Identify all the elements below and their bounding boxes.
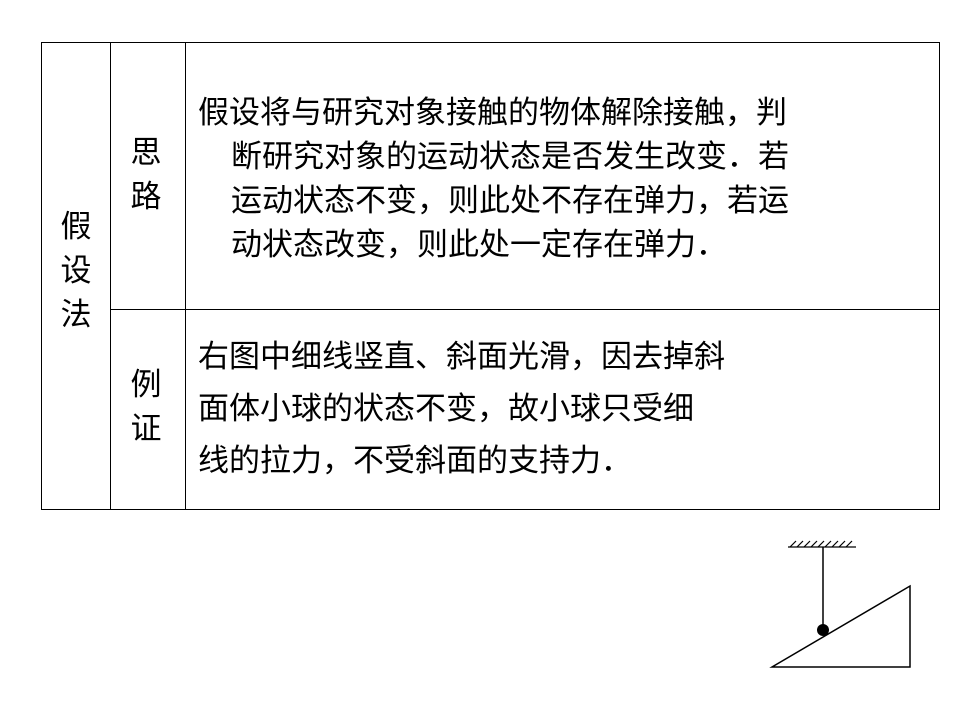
incline <box>769 584 911 668</box>
category-char: 假 <box>60 209 92 245</box>
text-line: 运动状态不变，则此处不存在弹力，若运 <box>231 183 789 219</box>
example-text: 右图中细线竖直、斜面光滑，因去掉斜 面体小球的状态不变，故小球只受细 线的拉力，… <box>198 335 725 483</box>
row-divider <box>110 309 939 310</box>
row-label-char: 例 <box>130 367 162 403</box>
text-line: 右图中细线竖直、斜面光滑，因去掉斜 <box>198 339 725 375</box>
ceiling-hatch <box>788 540 856 548</box>
text-line: 断研究对象的运动状态是否发生改变．若 <box>231 139 789 175</box>
column-divider <box>110 43 111 509</box>
text-line: 假设将与研究对象接触的物体解除接触，判 <box>198 95 787 131</box>
category-char: 设 <box>60 253 92 289</box>
row-label-char: 证 <box>130 411 162 447</box>
approach-text: 假设将与研究对象接触的物体解除接触，判 断研究对象的运动状态是否发生改变．若 运… <box>198 91 789 267</box>
column-divider <box>185 43 186 509</box>
method-table: 假 设 法 思 路 假设将与研究对象接触的物体解除接触，判 断研究对象的运动状态… <box>41 42 940 510</box>
row-label-example: 例 证 <box>126 363 166 451</box>
text-line: 线的拉力，不受斜面的支持力． <box>198 443 632 479</box>
incline-diagram <box>769 540 911 668</box>
category-char: 法 <box>60 297 92 333</box>
row-label-char: 路 <box>130 179 162 215</box>
row-label-approach: 思 路 <box>126 131 166 219</box>
text-line: 面体小球的状态不变，故小球只受细 <box>198 391 694 427</box>
text-line: 动状态改变，则此处一定存在弹力． <box>231 227 727 263</box>
ball <box>817 624 829 636</box>
row-label-char: 思 <box>130 135 162 171</box>
category-label: 假 设 法 <box>56 205 96 337</box>
